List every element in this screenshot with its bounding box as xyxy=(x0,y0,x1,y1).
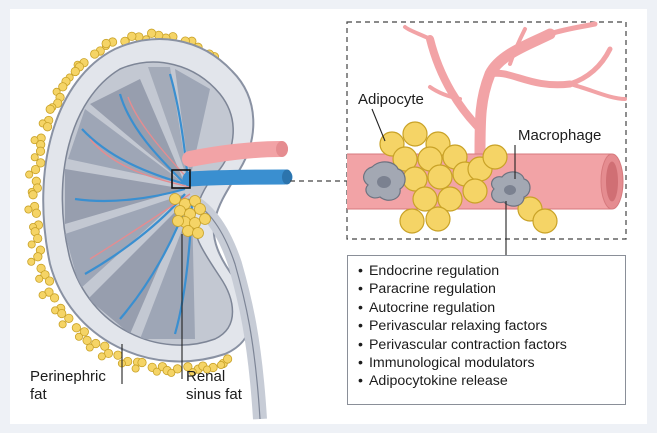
fat-globule xyxy=(97,352,106,361)
kidney xyxy=(42,38,293,420)
inset-adipocytes xyxy=(379,121,558,234)
fat-globule xyxy=(399,208,425,234)
fat-globule xyxy=(192,227,204,239)
fat-globule xyxy=(199,213,211,225)
fat-globule xyxy=(90,49,100,59)
fat-globule xyxy=(203,365,212,374)
figure-frame: Adipocyte Macrophage Perinephric fat Ren… xyxy=(10,9,647,424)
fat-globule xyxy=(31,208,41,218)
fat-globule xyxy=(100,341,110,351)
fat-globule xyxy=(49,293,60,303)
fat-globule xyxy=(113,350,123,360)
branching-vessels xyxy=(403,21,627,160)
fat-globule xyxy=(152,367,161,376)
fat-globule xyxy=(74,332,83,341)
functions-box: Endocrine regulation Paracrine regulatio… xyxy=(347,255,626,405)
fat-globule xyxy=(392,146,418,172)
fat-globule xyxy=(183,362,193,372)
fat-globule xyxy=(35,274,44,283)
fat-globule xyxy=(127,31,137,41)
fat-globule xyxy=(27,240,36,249)
fat-globule xyxy=(35,146,46,156)
fat-globule xyxy=(425,206,451,232)
function-item: Adipocytokine release xyxy=(358,372,617,390)
renal-sinus-fat-label-line1: Renal xyxy=(186,368,225,385)
fat-globule xyxy=(70,66,80,77)
fat-globule xyxy=(427,164,453,190)
fat-globule xyxy=(167,368,176,377)
macrophage-label: Macrophage xyxy=(518,127,601,144)
fat-globule xyxy=(223,354,233,364)
fat-globule xyxy=(216,360,225,369)
fat-globule xyxy=(40,270,50,280)
macrophage-cell-left xyxy=(363,161,406,201)
fat-globule xyxy=(412,186,438,212)
fat-globule xyxy=(82,335,92,345)
fat-globule xyxy=(25,170,34,179)
fat-globule xyxy=(532,208,558,234)
fat-globule xyxy=(30,136,39,145)
fat-globule xyxy=(194,203,206,215)
fat-globule xyxy=(30,153,39,162)
fat-globule xyxy=(101,38,111,49)
function-item: Perivascular contraction factors xyxy=(358,336,617,354)
function-item: Perivascular relaxing factors xyxy=(358,317,617,335)
fat-globule xyxy=(57,308,67,319)
fat-globule xyxy=(91,338,101,349)
function-item: Endocrine regulation xyxy=(358,262,617,280)
perinephric-fat-label-line2: fat xyxy=(30,386,48,403)
fat-globule xyxy=(146,28,157,38)
fat-globule xyxy=(58,82,68,92)
fat-globule xyxy=(71,323,81,333)
fat-globule xyxy=(169,193,181,205)
fat-globule xyxy=(482,144,508,170)
fat-globule xyxy=(79,327,89,337)
fat-globule xyxy=(33,252,43,262)
fat-globule xyxy=(172,215,184,227)
fat-globule xyxy=(45,104,55,114)
fat-globule xyxy=(30,164,41,175)
kidney-diagram: Adipocyte Macrophage Perinephric fat Ren… xyxy=(24,21,627,420)
fat-globule xyxy=(188,368,197,377)
fat-globule xyxy=(27,257,36,266)
fat-globule xyxy=(58,320,67,329)
adipocyte-label: Adipocyte xyxy=(358,91,424,108)
fat-globule xyxy=(137,357,147,368)
fat-globule xyxy=(42,122,53,132)
fat-globule xyxy=(85,343,94,352)
fat-globule xyxy=(44,276,55,286)
renal-sinus-fat xyxy=(169,193,211,239)
functions-list: Endocrine regulation Paracrine regulatio… xyxy=(358,262,617,391)
function-item: Autocrine regulation xyxy=(358,299,617,317)
fat-globule xyxy=(38,291,47,300)
fat-globule xyxy=(33,233,43,244)
fat-globule xyxy=(131,364,140,373)
fat-globule xyxy=(462,178,488,204)
zoom-marker xyxy=(171,169,191,189)
inset-box xyxy=(346,21,627,240)
fat-globule xyxy=(182,225,194,237)
function-item: Immunological modulators xyxy=(358,354,617,372)
inset-vessel-scene xyxy=(347,21,627,255)
perinephric-fat-label-line1: Perinephric xyxy=(30,368,106,385)
renal-sinus-fat-label-line2: sinus fat xyxy=(186,386,243,403)
macrophage-cell-right xyxy=(490,171,531,207)
fat-globule xyxy=(437,186,463,212)
fat-globule xyxy=(24,205,33,214)
fat-globule xyxy=(402,121,428,147)
function-item: Paracrine regulation xyxy=(358,280,617,298)
fat-globule xyxy=(174,205,186,217)
fat-globule xyxy=(64,313,74,323)
fat-globule xyxy=(28,190,38,200)
